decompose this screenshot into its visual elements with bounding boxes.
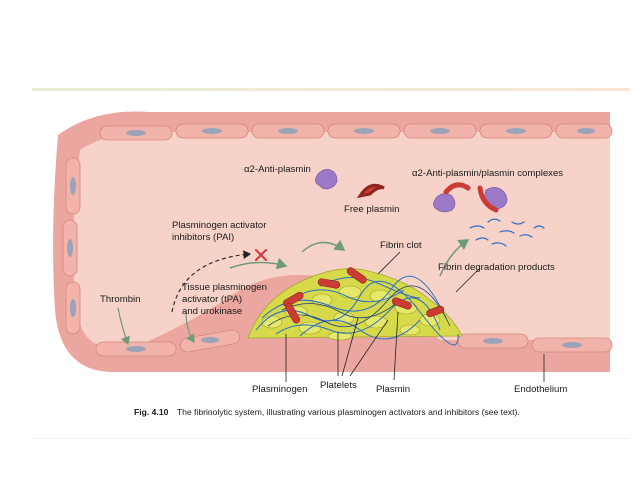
fibrin-degradation-fragments: [469, 218, 545, 247]
label-free-plasmin: Free plasmin: [344, 204, 399, 215]
label-antiplasmin: α2-Anti-plasmin: [244, 164, 311, 175]
free-plasmin-shape: [356, 183, 385, 199]
label-fibrin-clot: Fibrin clot: [380, 240, 422, 251]
label-tpa-2: activator (tPA): [182, 294, 242, 305]
label-tpa-1: Tissue plasminogen: [182, 282, 267, 293]
nuclei-bottom: [126, 337, 582, 352]
fdp-arrow: [439, 239, 470, 277]
label-pai-1: Plasminogen activator: [172, 220, 267, 231]
inhibition-x-icon: [255, 249, 267, 261]
endothelium-tpa-arrow: [185, 311, 195, 343]
thrombin-arrow: [117, 307, 130, 346]
label-complexes: α2-Anti-plasmin/plasmin complexes: [412, 168, 563, 179]
label-pai-2: inhibitors (PAI): [172, 232, 234, 243]
label-platelets: Platelets: [320, 380, 357, 391]
leader-lines: [285, 251, 545, 382]
plasmin-rods: [282, 267, 445, 324]
label-plasminogen: Plasminogen: [252, 384, 307, 395]
complex-shapes: [433, 182, 508, 213]
label-plasmin: Plasmin: [376, 384, 410, 395]
antiplasmin-shape: [315, 169, 338, 190]
figure-number: Fig. 4.10: [134, 407, 169, 417]
nuclei-top: [126, 128, 595, 136]
label-thrombin: Thrombin: [100, 294, 141, 305]
label-endothelium: Endothelium: [514, 384, 567, 395]
tpa-arrow: [229, 257, 288, 270]
nuclei-left: [67, 177, 76, 317]
fibrin-mesh-dark: [267, 285, 451, 328]
top-divider: [32, 88, 630, 91]
label-tpa-3: and urokinase: [182, 306, 242, 317]
plasminogen-to-plasmin-arrow: [301, 239, 346, 253]
label-fdp: Fibrin degradation products: [438, 262, 555, 273]
figure-caption-text: The fibrinolytic system, illustrating va…: [177, 407, 520, 417]
figure-caption: Fig. 4.10 The fibrinolytic system, illus…: [134, 402, 520, 419]
bottom-divider: [32, 438, 630, 439]
pai-dashed-arrow: [171, 250, 252, 313]
